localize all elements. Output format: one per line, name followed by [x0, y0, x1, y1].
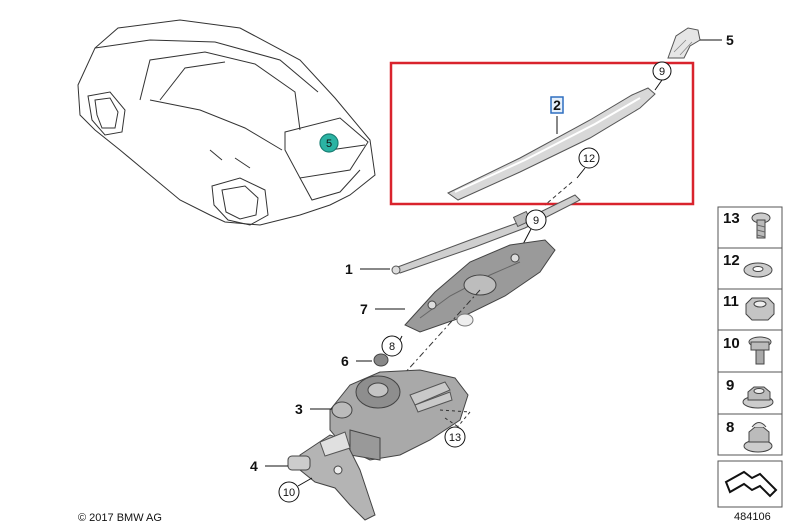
kit-row-8[interactable]: 8 [726, 419, 773, 453]
grommet [373, 353, 389, 367]
wiper-arm [447, 87, 656, 201]
callout-3[interactable]: 3 [295, 401, 303, 417]
wiper-cap [667, 27, 701, 59]
highlight-frame [389, 61, 695, 206]
wiper-blade [391, 194, 581, 275]
kit-row-11[interactable]: 11 [723, 293, 775, 321]
callout-8[interactable]: 8 [381, 335, 403, 357]
kit-row-9[interactable]: 9 [726, 377, 774, 409]
cap-nut-icon [743, 422, 773, 453]
hardware-kit-panel [717, 206, 783, 456]
callout-6[interactable]: 6 [341, 353, 349, 369]
svg-text:9: 9 [726, 377, 734, 394]
bracket-pictogram-icon [724, 470, 778, 498]
svg-text:13: 13 [449, 432, 461, 444]
callout-4[interactable]: 4 [250, 458, 258, 474]
svg-text:12: 12 [583, 153, 595, 165]
svg-text:12: 12 [723, 252, 740, 269]
svg-text:10: 10 [723, 335, 740, 352]
callout-12-arm[interactable]: 12 [578, 147, 600, 169]
kit-row-10[interactable]: 10 [723, 335, 772, 365]
screw-icon [751, 212, 771, 239]
svg-text:9: 9 [533, 215, 539, 227]
callout-10[interactable]: 10 [278, 481, 300, 503]
mounting-pictogram [717, 460, 783, 508]
car-callout-5[interactable]: 5 [319, 133, 339, 153]
wiper-cover [404, 239, 556, 333]
svg-text:5: 5 [326, 138, 332, 150]
diagram-number: 484106 [734, 511, 771, 523]
svg-text:13: 13 [723, 210, 740, 227]
svg-text:8: 8 [726, 419, 734, 436]
kit-row-13[interactable]: 13 [723, 210, 771, 239]
svg-text:9: 9 [659, 66, 665, 78]
flange-nut-icon [742, 386, 774, 409]
copyright-text: © 2017 BMW AG [78, 512, 162, 524]
collar-screw-icon [748, 336, 772, 365]
svg-text:8: 8 [389, 341, 395, 353]
bracket-assembly [287, 431, 376, 521]
callout-9-top[interactable]: 9 [652, 61, 672, 81]
washer-icon [743, 262, 773, 278]
callout-5-top[interactable]: 5 [726, 32, 734, 48]
kit-row-12[interactable]: 12 [723, 252, 773, 278]
svg-text:11: 11 [723, 293, 739, 310]
svg-text:10: 10 [283, 487, 295, 499]
callout-1[interactable]: 1 [345, 261, 353, 277]
hex-nut-icon [745, 297, 775, 321]
callout-7[interactable]: 7 [360, 301, 368, 317]
wiper-motor [329, 369, 469, 461]
callout-9-mid[interactable]: 9 [525, 209, 547, 231]
car-illustration [77, 19, 376, 226]
callout-2-arm[interactable]: 2 [550, 96, 564, 114]
svg-text:2: 2 [553, 97, 561, 113]
callout-13[interactable]: 13 [444, 426, 466, 448]
